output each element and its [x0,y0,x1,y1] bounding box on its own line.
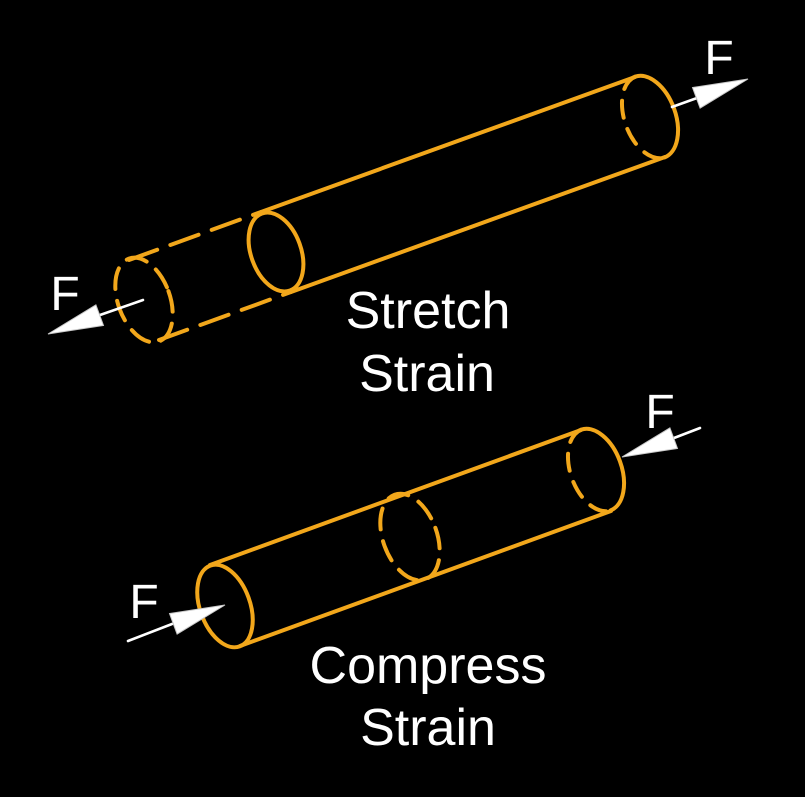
compress-far-end-rim-visible [579,426,627,513]
compress-right-force-arrow-shaft [672,426,702,440]
compress-caption-line1: Compress [310,637,547,695]
stretch-caption-line2: Strain [359,345,495,403]
stretch-left-force-arrowhead-icon [47,304,105,335]
compress-left-force-arrowhead-icon [168,604,226,635]
stretch-left-force-arrow-shaft [98,298,145,317]
compress-body-top-edge [208,428,583,567]
compress-left-force-arrow-shaft [126,622,174,643]
stretch-caption-line1: Stretch [346,282,511,340]
stretch-strain-figure: F F Stretch Strain [47,32,749,403]
force-label-compress-right: F [645,386,674,439]
compress-far-end-rim-hidden [565,427,613,514]
force-label-stretch-left: F [50,268,79,321]
stretch-displaced-top-edge [127,210,263,262]
compress-caption-line2: Strain [360,699,496,757]
force-label-stretch-right: F [704,32,733,85]
stretch-far-end-rim-visible [633,73,681,160]
compress-strain-figure: F F Compress Strain [126,386,702,757]
stretch-body-bottom-edge [289,155,667,294]
stretch-body-top-edge [259,75,637,214]
stretch-far-end-rim-hidden [619,74,667,161]
stretch-right-force-arrowhead-icon [691,78,749,109]
stretch-displaced-bottom-edge [157,290,293,342]
force-label-compress-left: F [129,576,158,629]
compress-right-force-arrowhead-icon [621,427,679,458]
compress-displaced-section-ellipse [378,491,442,583]
stretch-near-end-ellipse [246,210,306,294]
stretch-right-force-arrow-shaft [670,96,699,109]
compress-body-bottom-edge [238,509,613,648]
